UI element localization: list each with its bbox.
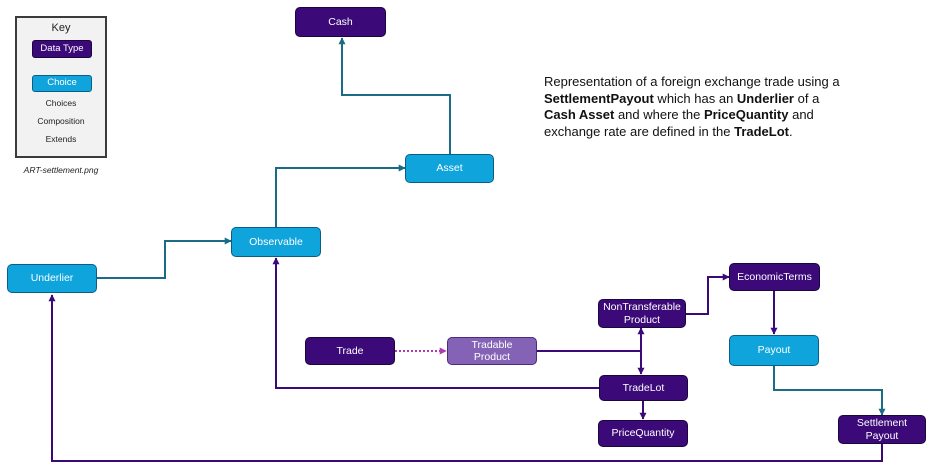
asset-to-cash-connector <box>338 37 451 155</box>
node-cash[interactable]: Cash <box>295 7 386 37</box>
node-economic-terms[interactable]: EconomicTerms <box>729 263 820 291</box>
diagram-description: Representation of a foreign exchange tra… <box>544 74 854 141</box>
description-text: and exchange rate are defined in the <box>544 107 814 139</box>
observable-to-asset-connector <box>275 164 406 228</box>
node-non-transferable-product[interactable]: NonTransferable Product <box>598 299 686 328</box>
node-payout[interactable]: Payout <box>729 335 819 366</box>
node-trade[interactable]: Trade <box>305 337 395 365</box>
description-bold-term: SettlementPayout <box>544 90 654 106</box>
description-text: which has an <box>653 90 737 106</box>
key-title: Key <box>51 22 71 34</box>
node-asset[interactable]: Asset <box>405 154 494 183</box>
key-choices-label: Choices <box>45 98 77 108</box>
settlement-payout-to-underlier-connector <box>48 294 883 462</box>
key-data-type-box: Data Type <box>32 40 92 58</box>
node-trade-lot[interactable]: TradeLot <box>599 375 688 401</box>
description-text: of a <box>794 90 820 106</box>
key-composition-label: Composition <box>37 116 85 126</box>
node-observable[interactable]: Observable <box>231 227 321 257</box>
description-bold-term: Underlier <box>736 90 794 106</box>
key-choice-box: Choice <box>32 75 92 92</box>
description-text: Representation of a foreign exchange tra… <box>544 74 840 89</box>
description-text: . <box>789 123 793 139</box>
underlier-to-observable-connector <box>97 237 232 279</box>
description-bold-term: TradeLot <box>734 123 789 139</box>
trade-lot-to-observable-connector <box>272 257 599 389</box>
non-transferable-product-to-economic-terms-connector <box>686 273 730 315</box>
node-tradable-product[interactable]: Tradable Product <box>447 337 537 365</box>
key-legend: Key Data Type Choice Choices Composition… <box>15 16 107 158</box>
description-bold-term: PriceQuantity <box>703 107 789 123</box>
description-text: and where the <box>614 107 704 123</box>
payout-to-settlement-payout-connector <box>773 366 886 416</box>
node-price-quantity[interactable]: PriceQuantity <box>598 420 688 447</box>
node-settlement-payout[interactable]: Settlement Payout <box>838 415 926 444</box>
node-underlier[interactable]: Underlier <box>7 264 97 293</box>
key-extends-label: Extends <box>45 134 77 144</box>
key-caption: ART-settlement.png <box>23 165 99 175</box>
description-bold-term: Cash Asset <box>544 107 615 123</box>
